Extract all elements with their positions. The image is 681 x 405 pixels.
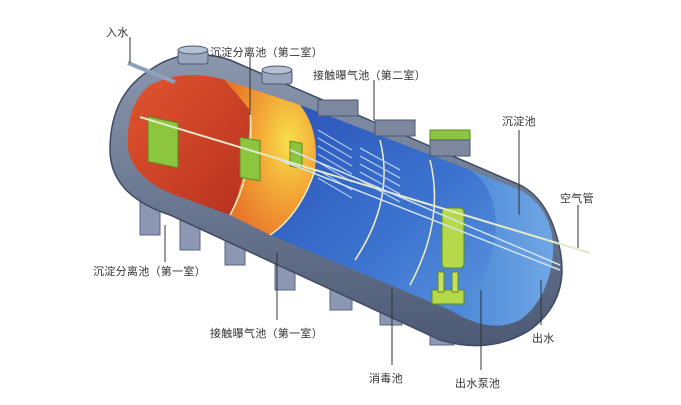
label-aeration-2: 接触曝气池（第二室） [313, 69, 426, 82]
equipment-units [147, 115, 471, 305]
label-inlet: 入水 [106, 26, 129, 39]
label-sedimentation-1: 沉淀分离池（第一室） [93, 265, 206, 278]
chamber-aeration [270, 105, 496, 310]
label-aeration-1: 接触曝气池（第一室） [210, 327, 323, 340]
air-pipe [139, 116, 591, 254]
pipes [127, 61, 591, 271]
chamber-sedimentation-1 [127, 75, 250, 215]
label-outlet-pump-tank: 出水泵池 [455, 377, 501, 390]
manholes [177, 45, 471, 157]
callout-lines [129, 37, 579, 370]
label-sedimentation-2: 沉淀分离池（第二室） [210, 46, 323, 59]
label-air-pipe: 空气管 [560, 192, 594, 205]
label-disinfection-tank: 消毒池 [369, 372, 403, 385]
chamber-sedimentation-2 [225, 80, 316, 235]
partition-walls [229, 109, 436, 286]
inlet-pipe [127, 61, 176, 84]
label-outlet: 出水 [532, 332, 555, 345]
label-settling-tank: 沉淀池 [502, 115, 536, 128]
